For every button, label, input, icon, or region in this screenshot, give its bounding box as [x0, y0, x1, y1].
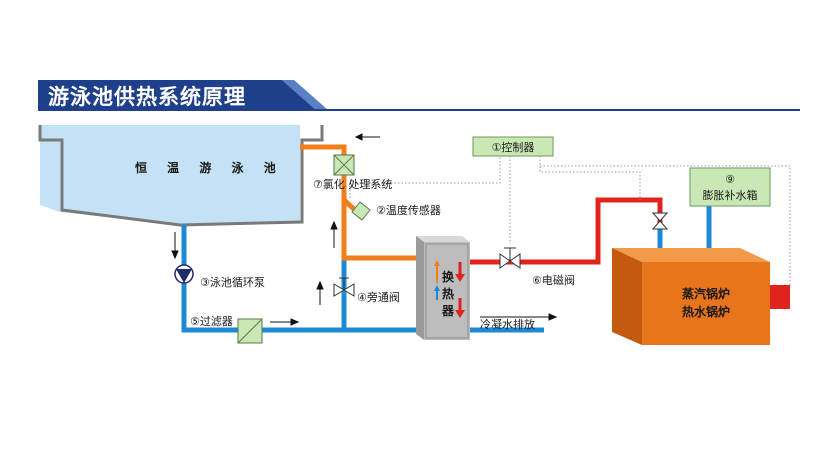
expansion-tank: ⑨ 膨胀补水箱 — [689, 167, 771, 207]
swimming-pool: 恒 温 游 泳 池 — [38, 125, 324, 227]
controller: ①控制器 — [472, 136, 554, 157]
heat-exchanger: 换 热 器 — [416, 236, 470, 340]
pool-label: 恒 温 游 泳 池 — [135, 160, 284, 175]
hx-char-3: 器 — [441, 304, 455, 318]
boiler-label-1: 蒸汽锅炉 — [682, 286, 730, 301]
filter: ⑤过滤器 — [190, 315, 263, 344]
hx-char-1: 换 — [442, 269, 455, 284]
expansion-tank-number: ⑨ — [725, 173, 735, 186]
page-title: 游泳池供热系统原理 — [48, 85, 246, 109]
bypass-valve-label: ④旁通阀 — [357, 290, 400, 304]
chlorination-system: ⑦氯化 处理系统 — [313, 154, 392, 191]
solenoid-valve-label: ⑥电磁阀 — [532, 273, 575, 287]
filter-label: ⑤过滤器 — [190, 315, 233, 328]
boiler-valve — [651, 212, 669, 230]
hx-char-2: 热 — [442, 286, 454, 301]
flow-arrows — [171, 133, 558, 326]
controller-label: ①控制器 — [492, 140, 535, 154]
solenoid-valve: ⑥电磁阀 — [499, 247, 575, 287]
boiler: 蒸汽锅炉 热水锅炉 — [612, 248, 790, 345]
boiler-label-2: 热水锅炉 — [682, 304, 730, 319]
control-wires — [349, 156, 791, 285]
hot-water-pipes — [470, 197, 663, 265]
warm-water-pipes — [300, 144, 424, 261]
temperature-sensor: ②温度传感器 — [351, 201, 441, 221]
expansion-tank-label: 膨胀补水箱 — [703, 188, 758, 202]
pool-pump-label: ③泳池循环泵 — [200, 275, 265, 289]
pool-pump: ③泳池循环泵 — [174, 264, 265, 289]
temp-sensor-label: ②温度传感器 — [376, 203, 441, 217]
bypass-valve: ④旁通阀 — [333, 277, 400, 304]
condensate-label: 冷凝水排放 — [480, 317, 535, 331]
title-bar: 游泳池供热系统原理 — [38, 80, 800, 111]
chlorination-label: ⑦氯化 处理系统 — [313, 177, 392, 191]
cold-water-pipes — [181, 205, 712, 333]
